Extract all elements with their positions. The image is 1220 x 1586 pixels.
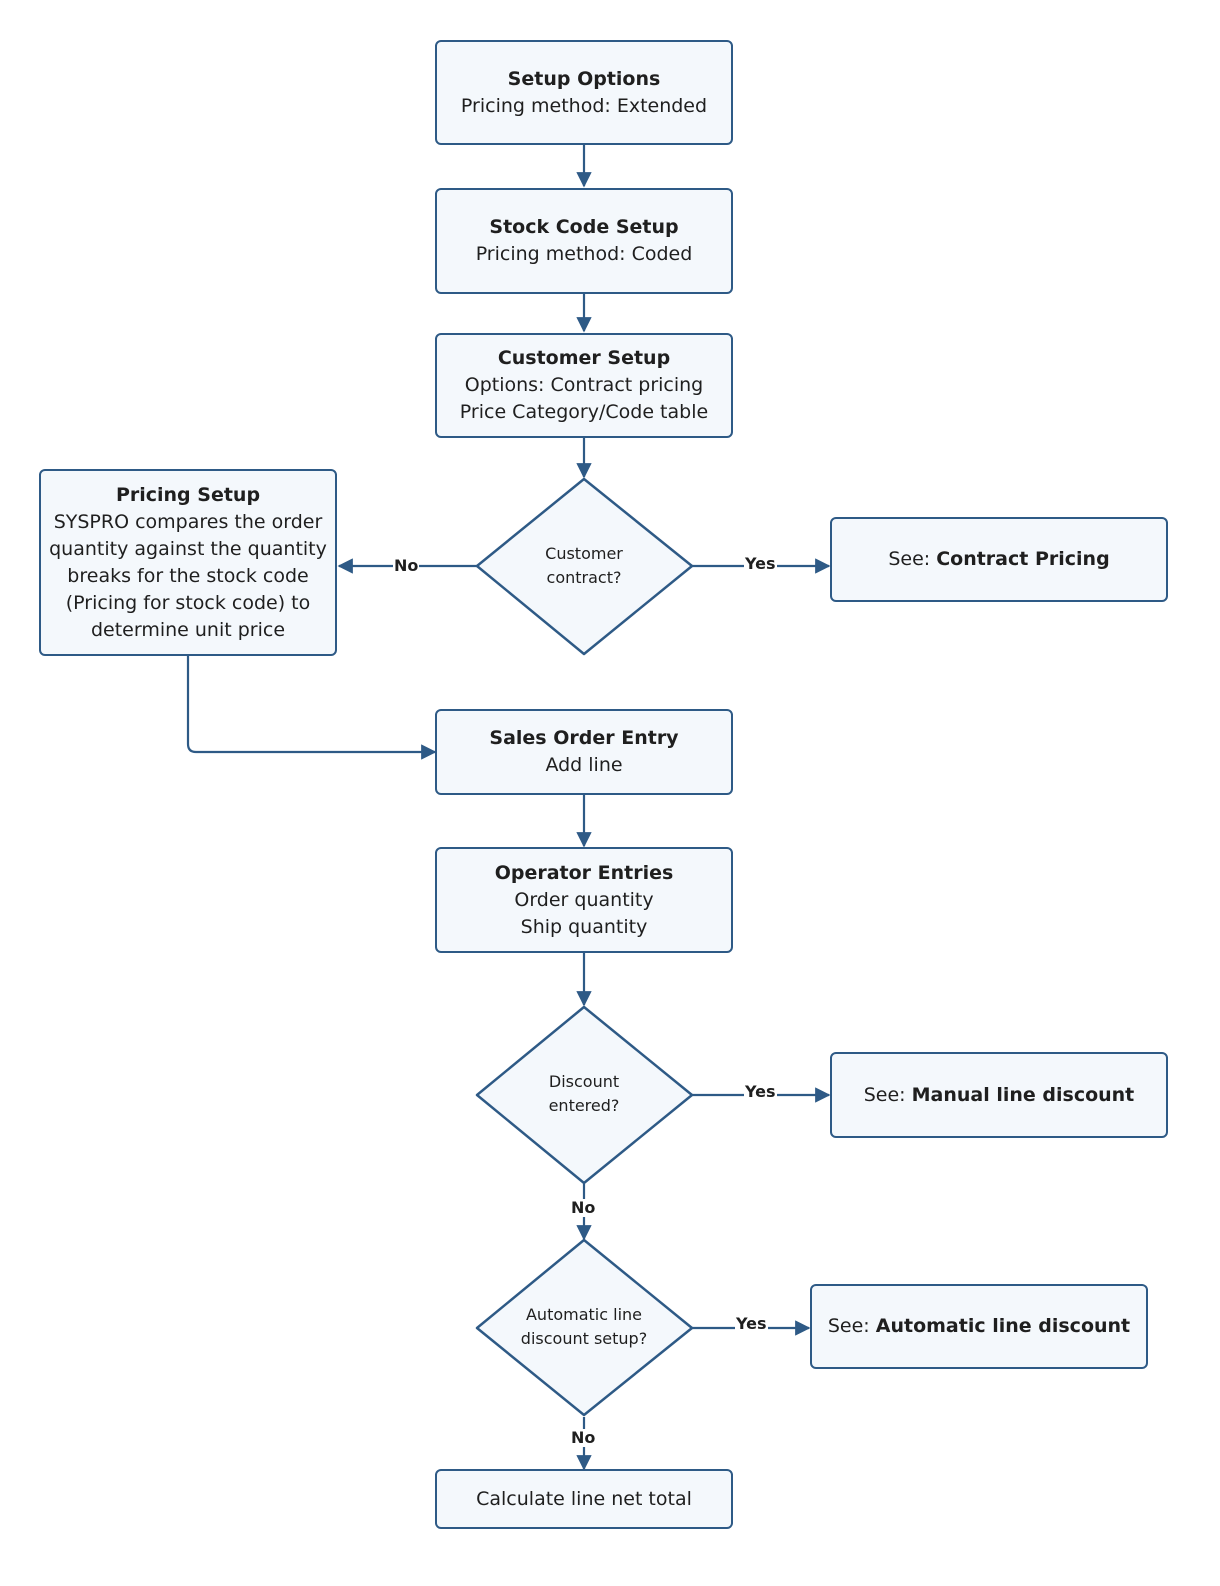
contract-pricing-link[interactable]: Contract Pricing <box>936 548 1110 570</box>
edge-label-contract-yes: Yes <box>744 554 777 573</box>
node-line: breaks for the stock code <box>67 564 309 587</box>
node-line: Add line <box>545 754 623 776</box>
edge-label-discount-no: No <box>570 1198 597 1217</box>
decision-line: Discount <box>548 1072 620 1091</box>
node-title: Sales Order Entry <box>489 727 679 749</box>
node-line: Calculate line net total <box>476 1487 692 1510</box>
node-auto-discount[interactable]: See: Automatic line discount <box>810 1284 1148 1369</box>
decision-auto-discount-shape <box>475 1238 694 1417</box>
see-prefix: See: <box>888 548 937 570</box>
node-title: Customer Setup <box>497 347 671 369</box>
see-link[interactable]: See: Contract Pricing <box>888 546 1109 573</box>
see-prefix: See: <box>863 1083 912 1106</box>
node-line: determine unit price <box>90 618 286 641</box>
node-calculate-net-total: Calculate line net total <box>435 1469 733 1529</box>
node-line: Ship quantity <box>520 915 648 938</box>
see-link[interactable]: See: Manual line discount <box>864 1082 1135 1109</box>
node-setup-options: Setup Options Pricing method: Extended <box>435 40 733 145</box>
manual-discount-link[interactable]: Manual line discount <box>911 1083 1135 1106</box>
node-customer-setup: Customer Setup Options: Contract pricing… <box>435 333 733 438</box>
edge-label-auto-no: No <box>570 1428 597 1447</box>
node-line: Options: Contract pricing <box>464 374 704 396</box>
decision-discount-entered-shape <box>475 1005 694 1185</box>
node-line: Price Category/Code table <box>459 401 709 423</box>
decision-customer-contract-shape <box>475 477 694 656</box>
node-sales-order-entry: Sales Order Entry Add line <box>435 709 733 795</box>
node-line: Order quantity <box>514 888 654 911</box>
decision-line: Customer <box>545 544 623 563</box>
decision-line: discount setup? <box>520 1329 648 1348</box>
node-title: Stock Code Setup <box>489 216 679 238</box>
decision-line: contract? <box>546 568 622 587</box>
node-operator-entries: Operator Entries Order quantity Ship qua… <box>435 847 733 953</box>
edge-label-contract-no: No <box>393 556 420 575</box>
decision-auto-discount-setup: Automatic line discount setup? <box>494 1291 674 1363</box>
decision-line: Automatic line <box>525 1305 642 1324</box>
edge-label-discount-yes: Yes <box>744 1082 777 1101</box>
node-title: Setup Options <box>507 67 661 90</box>
node-line: Pricing method: Extended <box>460 94 708 117</box>
node-stock-code-setup: Stock Code Setup Pricing method: Coded <box>435 188 733 294</box>
node-line: Pricing method: Coded <box>475 243 693 265</box>
decision-discount-entered: Discount entered? <box>504 1058 664 1130</box>
node-title: Pricing Setup <box>115 483 261 506</box>
node-contract-pricing[interactable]: See: Contract Pricing <box>830 517 1168 602</box>
decision-line: entered? <box>548 1096 620 1115</box>
node-line: SYSPRO compares the order <box>53 510 323 533</box>
node-pricing-setup: Pricing Setup SYSPRO compares the order … <box>39 469 337 656</box>
edge-pricing-to-sales <box>186 656 437 760</box>
node-line: (Pricing for stock code) to <box>65 591 311 614</box>
see-link[interactable]: See: Automatic line discount <box>828 1313 1130 1340</box>
decision-customer-contract: Customer contract? <box>504 530 664 602</box>
auto-discount-link[interactable]: Automatic line discount <box>875 1315 1131 1337</box>
node-manual-discount[interactable]: See: Manual line discount <box>830 1052 1168 1138</box>
edge-label-auto-yes: Yes <box>735 1314 768 1333</box>
see-prefix: See: <box>827 1315 876 1337</box>
node-line: quantity against the quantity <box>49 537 327 560</box>
node-title: Operator Entries <box>494 861 674 884</box>
